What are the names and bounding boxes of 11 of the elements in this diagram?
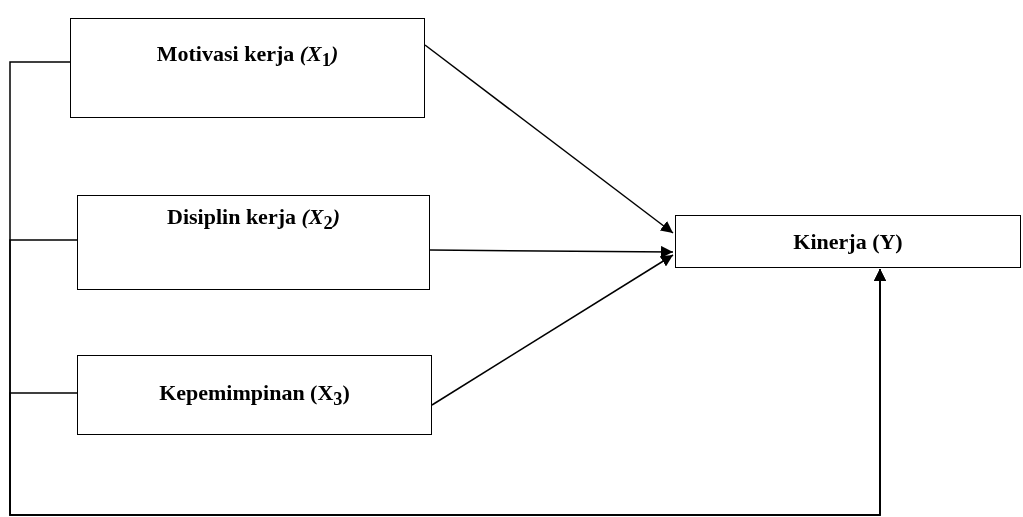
box-label: Disiplin kerja (X$_{2}$)	[167, 204, 340, 235]
arrow	[424, 44, 674, 234]
arrow	[431, 254, 674, 406]
box-label: Kinerja (Y)	[793, 228, 903, 255]
box-label: Kepemimpinan (X$_{3}$)	[159, 379, 350, 411]
variable-box	[675, 215, 1021, 268]
arrow	[429, 245, 674, 258]
box-label: Motivasi kerja (X$_{1}$)	[156, 41, 339, 72]
variable-box	[77, 355, 432, 435]
variable-box	[70, 18, 425, 118]
variable-box	[77, 195, 430, 290]
